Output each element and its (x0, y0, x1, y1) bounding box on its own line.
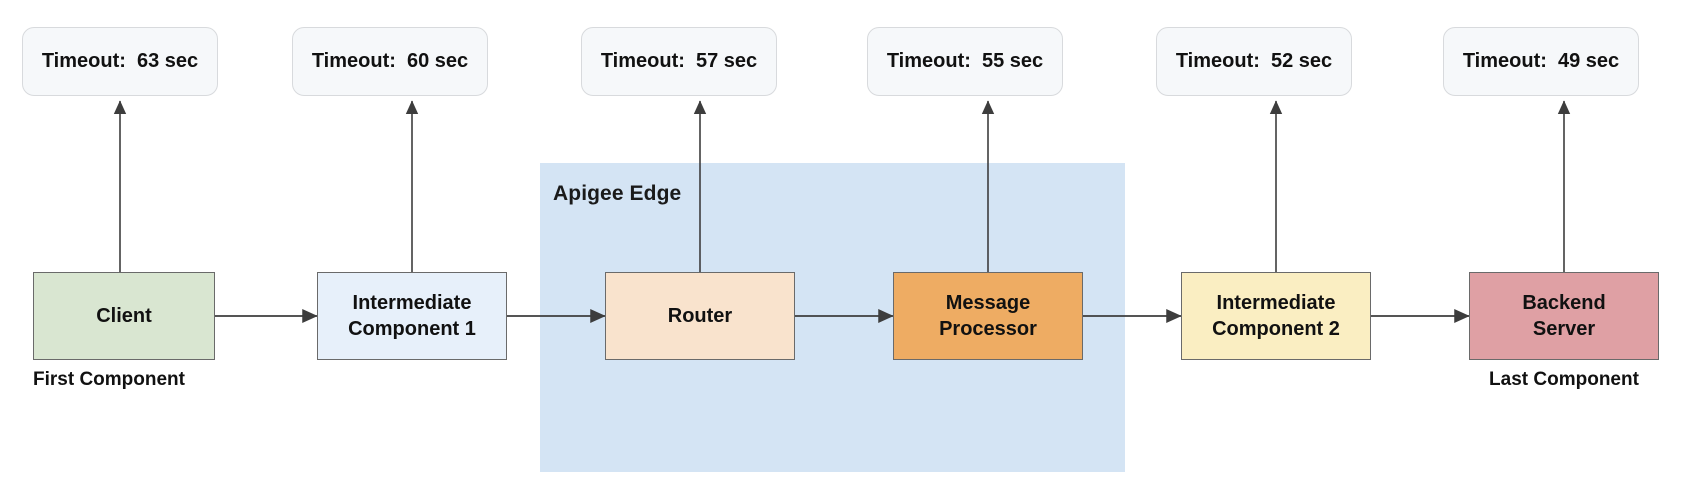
node-message-processor-label: Message Processor (933, 290, 1043, 342)
node-intermediate-component-1-line2: Component 1 (348, 318, 476, 340)
node-backend-server[interactable]: Backend Server (1469, 272, 1659, 360)
node-router-label: Router (662, 303, 738, 329)
node-intermediate-component-2-line2: Component 2 (1212, 318, 1340, 340)
timeout-box-client: Timeout: 63 sec (22, 27, 218, 96)
timeout-label-backend-server: Timeout: 49 sec (1462, 50, 1620, 72)
timeout-label-intermediate-2: Timeout: 52 sec (1175, 50, 1333, 72)
node-backend-server-line2: Server (1532, 318, 1596, 340)
node-backend-server-line1: Backend (1522, 292, 1606, 314)
node-message-processor-line2: Processor (939, 318, 1037, 340)
timeout-label-intermediate-1: Timeout: 60 sec (311, 50, 469, 72)
node-intermediate-component-1[interactable]: Intermediate Component 1 (317, 272, 507, 360)
node-intermediate-component-2-line1: Intermediate (1216, 292, 1336, 314)
node-client-label: Client (90, 303, 158, 329)
node-client[interactable]: Client (33, 272, 215, 360)
node-message-processor[interactable]: Message Processor (893, 272, 1083, 360)
caption-last-component: Last Component (1489, 369, 1639, 390)
node-message-processor-line1: Message (945, 292, 1031, 314)
caption-first-component: First Component (33, 369, 185, 390)
node-intermediate-component-1-line1: Intermediate (352, 292, 472, 314)
timeout-box-message-processor: Timeout: 55 sec (867, 27, 1063, 96)
node-client-line1: Client (96, 305, 152, 327)
timeout-box-intermediate-1: Timeout: 60 sec (292, 27, 488, 96)
timeout-box-intermediate-2: Timeout: 52 sec (1156, 27, 1352, 96)
timeout-label-router: Timeout: 57 sec (600, 50, 758, 72)
node-router[interactable]: Router (605, 272, 795, 360)
node-router-line1: Router (667, 305, 733, 327)
timeout-label-client: Timeout: 63 sec (41, 50, 199, 72)
node-intermediate-component-2[interactable]: Intermediate Component 2 (1181, 272, 1371, 360)
node-backend-server-label: Backend Server (1516, 290, 1611, 342)
apigee-edge-label: Apigee Edge (553, 182, 682, 205)
node-intermediate-component-1-label: Intermediate Component 1 (342, 290, 482, 342)
timeout-label-message-processor: Timeout: 55 sec (886, 50, 1044, 72)
timeout-box-backend-server: Timeout: 49 sec (1443, 27, 1639, 96)
timeout-box-router: Timeout: 57 sec (581, 27, 777, 96)
node-intermediate-component-2-label: Intermediate Component 2 (1206, 290, 1346, 342)
